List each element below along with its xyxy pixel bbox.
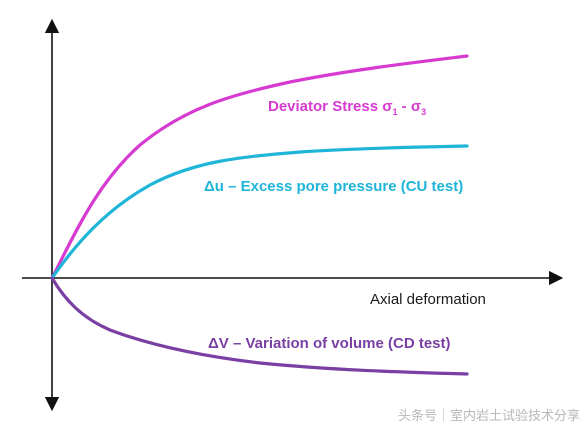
deviator-stress-label: Deviator Stress σ1 - σ3 (268, 98, 426, 117)
deviator-label-sub2: 3 (421, 107, 426, 117)
excess-pore-pressure-label: Δu – Excess pore pressure (CU test) (204, 178, 463, 195)
deviator-label-sub1: 1 (392, 107, 397, 117)
axial-deformation-label: Axial deformation (370, 291, 486, 308)
deviator-label-mid: - σ (398, 98, 422, 115)
volume-variation-curve (50, 276, 469, 376)
excess-pore-pressure-curve (50, 144, 469, 280)
deviator-stress-curve (50, 54, 469, 280)
volume-variation-label: ΔV – Variation of volume (CD test) (208, 335, 451, 352)
deviator-label-main: Deviator Stress σ (268, 98, 392, 115)
watermark-text: 头条号｜室内岩土试验技术分享 (398, 408, 580, 423)
